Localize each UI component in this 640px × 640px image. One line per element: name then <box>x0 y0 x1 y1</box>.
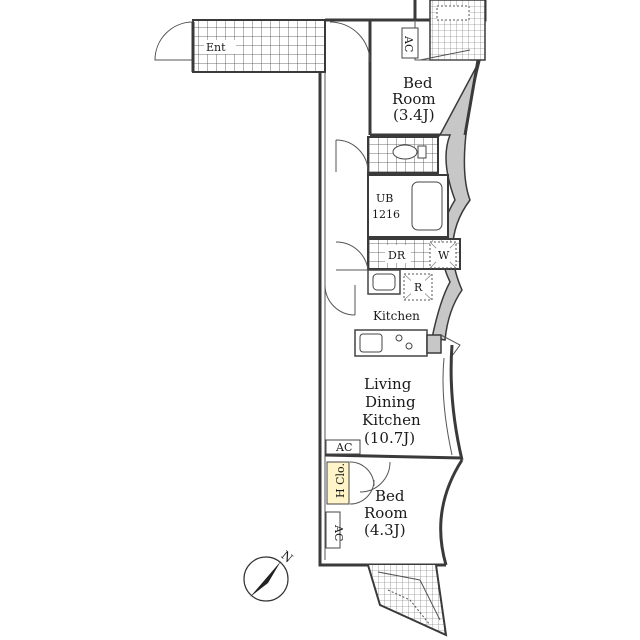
kitchen-area: Kitchen <box>354 309 461 357</box>
north-compass: N <box>243 548 295 602</box>
closet-door-swing <box>349 461 375 487</box>
bedroom-top-door-swing <box>329 21 371 63</box>
closet-box <box>326 461 350 505</box>
bedroom-bottom-label-line2: Room <box>364 504 408 522</box>
toilet-room <box>335 136 439 174</box>
entrance-label: Ent <box>206 41 226 54</box>
compass-needle-icon <box>250 561 281 597</box>
ldk-label-line1: Living <box>364 375 412 393</box>
curved-facade-wall <box>431 59 481 341</box>
fridge-label: R <box>414 281 423 294</box>
ldk-ac-unit <box>325 439 361 455</box>
kitchen-sink-icon <box>359 333 383 353</box>
entrance-area: Ent <box>154 19 326 73</box>
bedroom-bottom-size: (4.3J) <box>364 521 406 539</box>
toilet-door-swing <box>335 139 369 173</box>
bedroom-top-label-line1: Bed <box>403 74 433 92</box>
kitchen-label: Kitchen <box>373 309 420 323</box>
bedroom-bottom: H Clo. AC Bed Room (4.3J) <box>325 459 464 566</box>
kitchen-door-swing <box>324 284 356 316</box>
dr-door-swing <box>335 241 369 271</box>
washer-label: W <box>438 249 450 262</box>
bathtub-icon <box>411 181 443 231</box>
sink-fridge-area: R <box>324 269 433 316</box>
bedroom-bottom-label-line1: Bed <box>375 487 405 505</box>
bedroom-top-size: (3.4J) <box>393 106 435 124</box>
bedroom-bottom-door-swing <box>359 461 391 493</box>
top-balcony <box>419 0 486 61</box>
stove-burner-icon <box>395 334 403 342</box>
dressing-room: DR W <box>335 238 461 271</box>
bedroom-top-label-line2: Room <box>392 90 436 108</box>
bedroom-top-ac-label: AC <box>402 35 415 52</box>
ldk-ac-label: AC <box>335 441 352 454</box>
bedroom-bottom-ac-unit <box>325 511 341 549</box>
closet-label: H Clo. <box>334 463 347 498</box>
dr-label: DR <box>388 249 406 262</box>
living-dining-kitchen: AC Living Dining Kitchen (10.7J) <box>324 344 464 461</box>
ldk-size: (10.7J) <box>364 429 415 447</box>
ldk-label-line3: Kitchen <box>362 411 421 429</box>
bath-label-line2: 1216 <box>372 208 400 221</box>
bottom-balcony <box>367 564 448 637</box>
bath-label-line1: UB <box>376 192 393 205</box>
bath-room: UB 1216 <box>367 174 449 238</box>
toilet-icon <box>392 144 418 160</box>
entrance-door-swing <box>154 21 194 61</box>
compass-circle-icon <box>243 556 289 602</box>
ldk-label-line2: Dining <box>365 393 416 411</box>
bedroom-top: AC Bed Room (3.4J) <box>329 20 480 137</box>
bedroom-bottom-ac-label: AC <box>332 524 345 541</box>
